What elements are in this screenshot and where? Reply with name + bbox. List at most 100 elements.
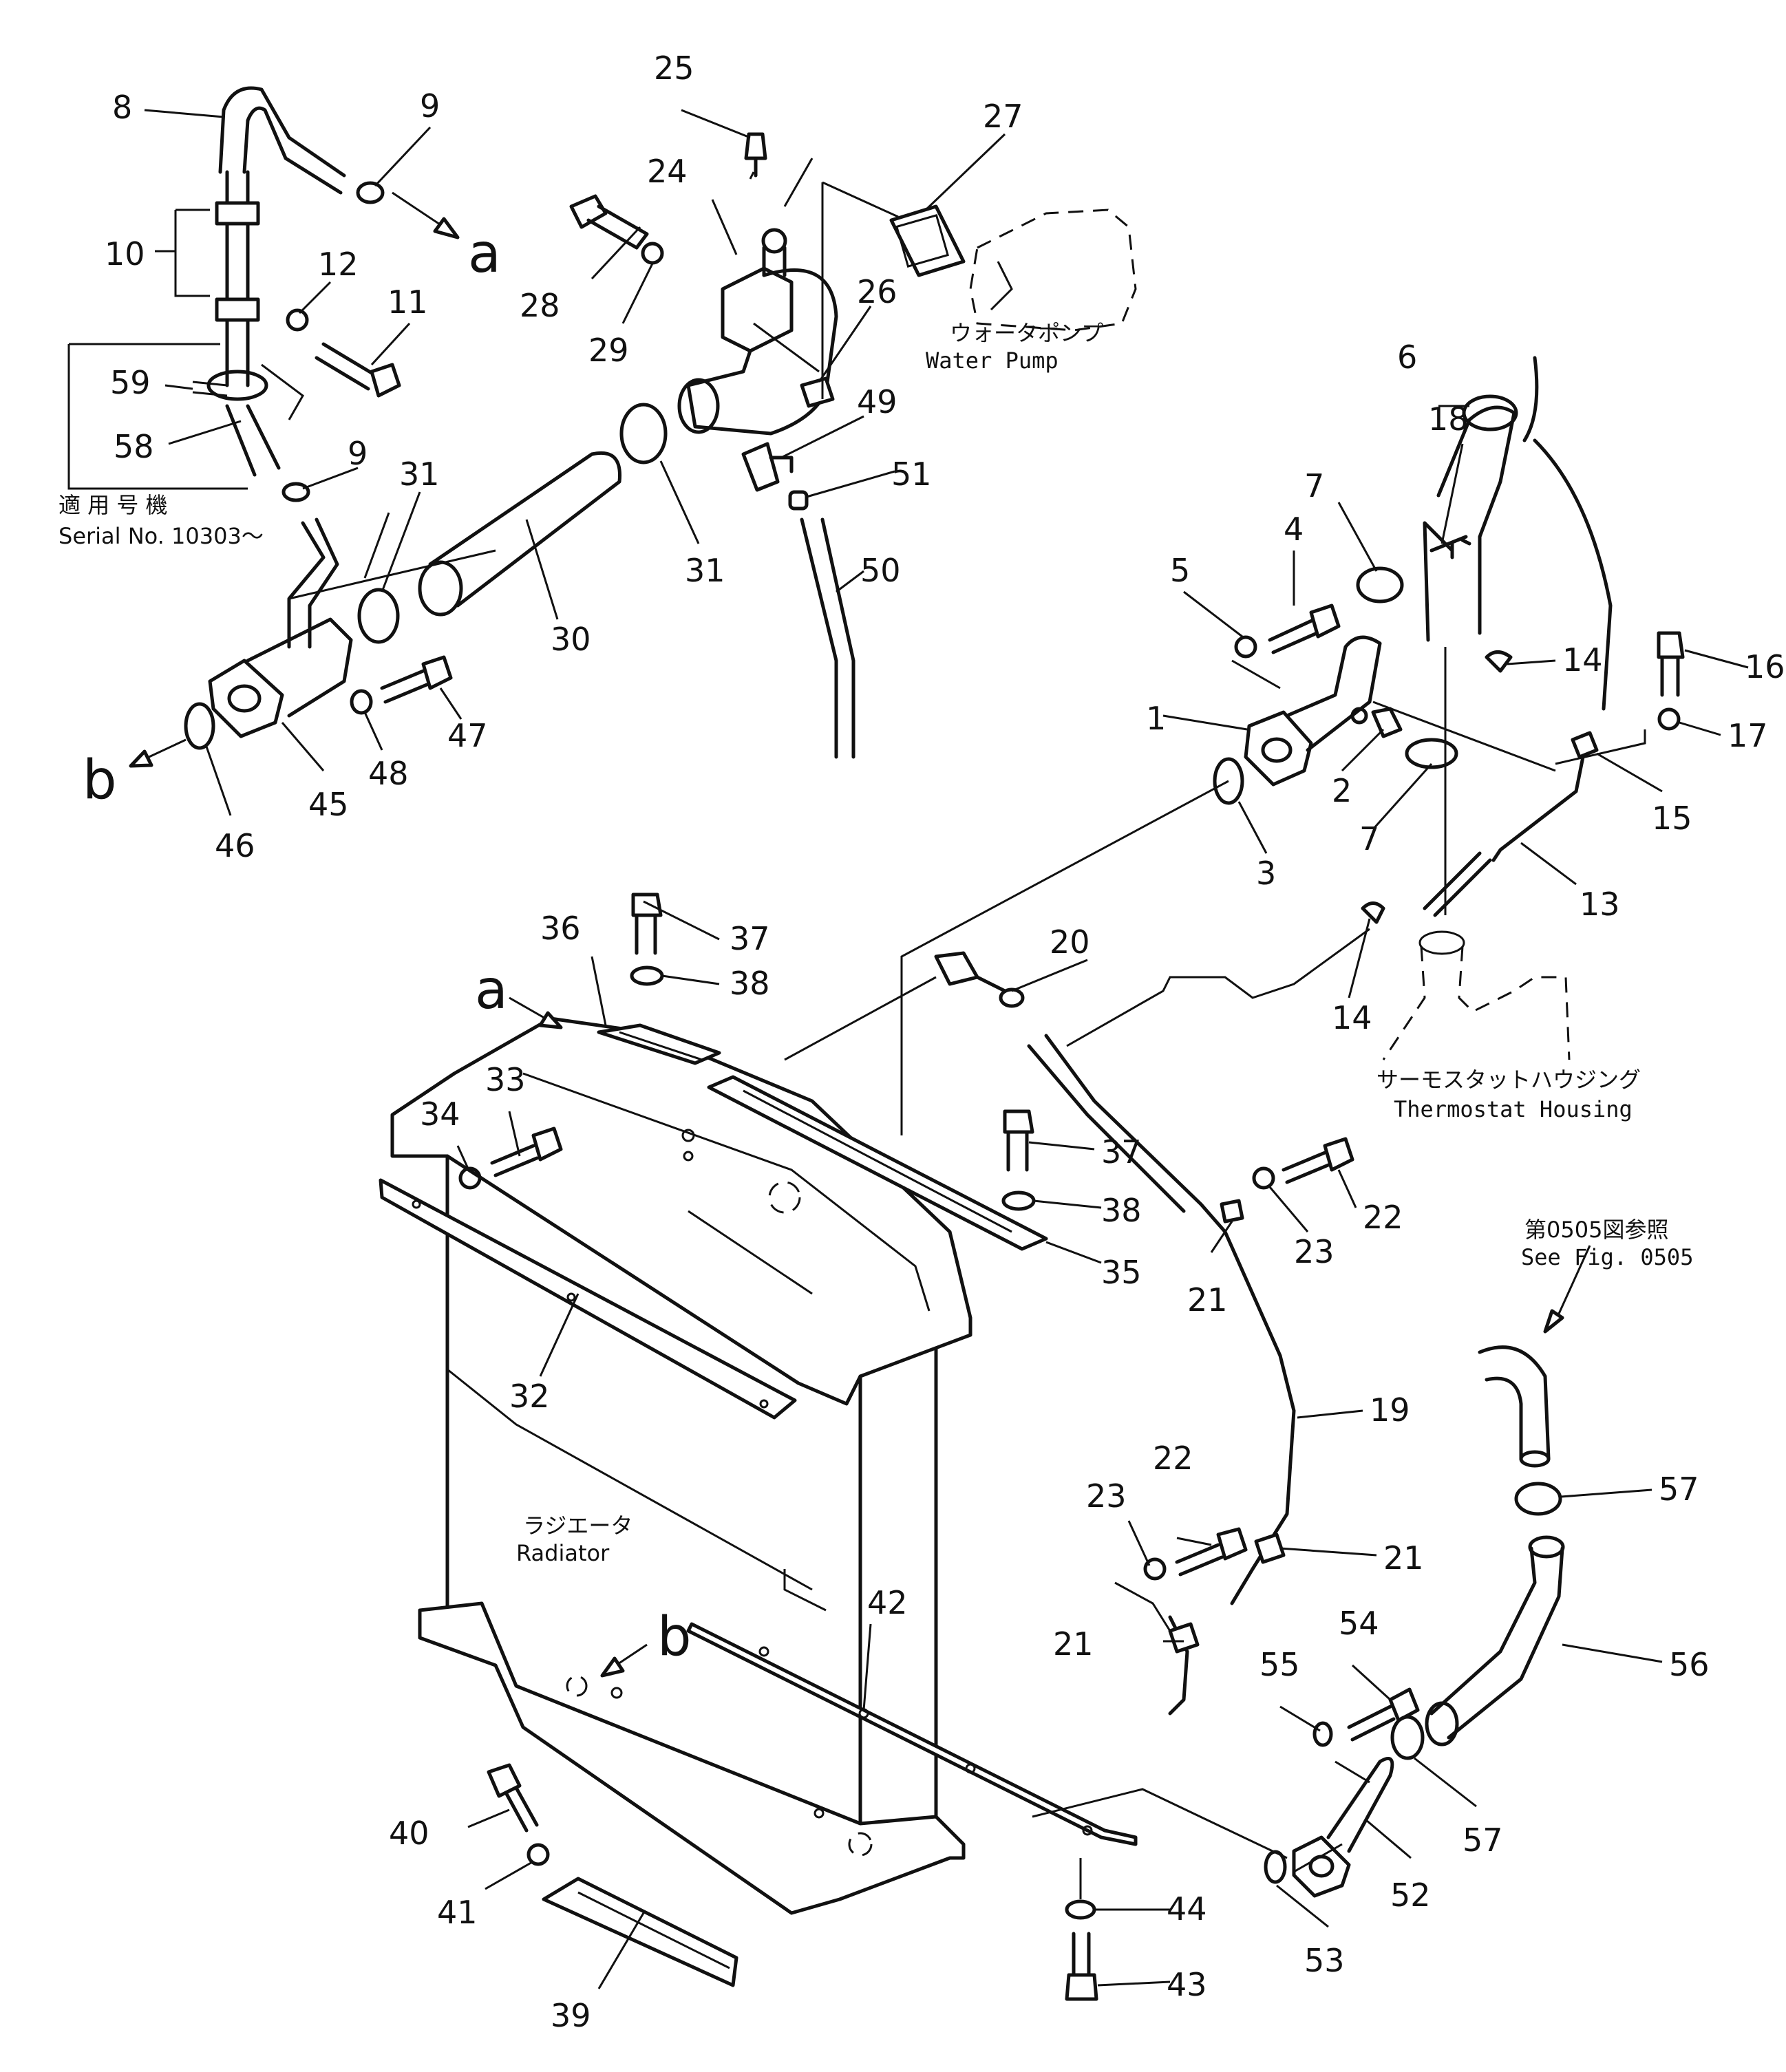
part-38-washer-upper [630, 965, 664, 986]
part-7-clamp-lower [1405, 738, 1458, 769]
part-number-48: 48 [368, 755, 409, 792]
part-number-28: 28 [520, 287, 560, 324]
part-number-34: 34 [420, 1096, 460, 1133]
part-number-9-lower: 9 [348, 435, 368, 472]
part-19-pipe [1027, 1034, 1296, 1716]
part-2-fitting [1350, 707, 1403, 738]
part-10-pipe [215, 170, 260, 387]
part-21-clip-a [1220, 1199, 1244, 1224]
serial-label-jp: 適 用 号 機 [59, 492, 168, 518]
part-number-19: 19 [1370, 1391, 1410, 1429]
part-number-37-right: 37 [1101, 1133, 1142, 1171]
marker-a-arrow-upper [392, 191, 460, 239]
part-45-pipe [208, 517, 353, 738]
part-number-39: 39 [551, 1997, 591, 2034]
see-fig-label-en: See Fig. 0505 [1521, 1244, 1693, 1270]
part-23-washer-upper [1252, 1166, 1275, 1190]
part-number-8: 8 [112, 89, 132, 126]
part-46-o-ring [184, 702, 215, 750]
part-27-gasket [889, 204, 966, 277]
part-number-22-upper: 22 [1363, 1199, 1403, 1236]
part-number-35: 35 [1101, 1254, 1142, 1291]
part-number-27: 27 [983, 98, 1023, 135]
part-39-bracket [542, 1877, 738, 1987]
part-16-bolt [1657, 631, 1685, 697]
marker-b-radiator: b [657, 1606, 692, 1668]
part-4-bolt [1268, 604, 1341, 654]
part-20-clip [934, 951, 1025, 1008]
part-50-hose [800, 517, 855, 759]
part-9-clamp-upper [356, 181, 385, 204]
part-number-46: 46 [215, 827, 255, 864]
part-number-7-upper: 7 [1304, 467, 1324, 504]
part-number-21-upper: 21 [1187, 1281, 1228, 1318]
part-21-clip-b [1254, 1532, 1286, 1564]
part-number-40: 40 [389, 1815, 429, 1852]
part-8-hose [218, 86, 346, 195]
part-51-clamp [788, 490, 809, 511]
thermostat-label-jp: サーモスタットハウジング [1376, 1067, 1641, 1093]
part-44-washer [1065, 1899, 1096, 1920]
part-42-bracket [686, 1622, 1138, 1846]
part-14-clamp-upper [1485, 650, 1513, 673]
part-28-bolt [569, 194, 649, 250]
part-number-26: 26 [857, 273, 897, 310]
part-number-52: 52 [1390, 1877, 1431, 1914]
part-number-33: 33 [485, 1061, 526, 1098]
part-number-14-upper: 14 [1562, 641, 1603, 679]
part-number-56: 56 [1669, 1646, 1710, 1683]
thermostat-label-en: Thermostat Housing [1394, 1096, 1633, 1122]
part-21-clip-c [1168, 1622, 1200, 1654]
part-58-hose [225, 404, 281, 477]
part-number-17: 17 [1727, 717, 1768, 754]
leader-lines [144, 109, 1749, 1989]
part-number-29: 29 [588, 332, 629, 369]
part-number-5: 5 [1170, 552, 1190, 589]
part-number-24: 24 [647, 153, 688, 190]
part-number-42: 42 [867, 1584, 908, 1621]
part-33-bolt [490, 1126, 563, 1177]
marker-b-left: b [83, 749, 117, 811]
part-13-pipe [1423, 755, 1585, 917]
part-26-clip [800, 376, 835, 408]
part-number-7-lower: 7 [1359, 820, 1379, 857]
marker-a-arrow-radiator [509, 996, 563, 1029]
radiator-label-en: Radiator [516, 1540, 610, 1566]
marker-b-arrow-radiator [600, 1643, 648, 1678]
part-number-47: 47 [447, 717, 488, 754]
part-37-bolt-upper [631, 893, 663, 955]
part-38-washer-lower [1001, 1190, 1036, 1211]
part-48-ring [350, 689, 373, 715]
part-number-43: 43 [1167, 1966, 1207, 2003]
part-52-pipe [1292, 1757, 1394, 1898]
part-number-50: 50 [860, 552, 901, 589]
part-5-washer [1234, 635, 1257, 659]
part-11-bolt [315, 342, 401, 398]
part-number-32: 32 [509, 1378, 550, 1415]
part-9-clamp-lower [281, 482, 310, 502]
serial-label-en: Serial No. 10303～ [59, 523, 264, 549]
part-number-54: 54 [1339, 1605, 1379, 1642]
part-number-31-left: 31 [399, 456, 440, 493]
part-number-23-lower: 23 [1086, 1477, 1127, 1515]
part-number-36: 36 [540, 910, 581, 947]
part-number-16: 16 [1745, 648, 1785, 685]
part-number-15: 15 [1652, 800, 1692, 837]
part-number-13: 13 [1580, 886, 1620, 923]
part-number-38-left: 38 [730, 965, 770, 1002]
part-number-45: 45 [308, 786, 349, 823]
part-18-clip [1429, 535, 1471, 559]
part-14-clamp-lower [1361, 901, 1385, 924]
part-3-o-ring [1213, 757, 1244, 805]
part-number-37-left: 37 [730, 920, 770, 957]
part-25-plug [744, 132, 767, 178]
part-number-2: 2 [1332, 772, 1352, 809]
part-number-4: 4 [1284, 511, 1304, 548]
part-number-21-mid: 21 [1383, 1539, 1424, 1577]
part-number-49: 49 [857, 383, 897, 420]
water-pump-outline [969, 209, 1137, 332]
part-22-bolt-upper [1282, 1137, 1354, 1184]
part-number-53: 53 [1304, 1942, 1345, 1979]
part-number-38-right: 38 [1101, 1192, 1142, 1229]
part-55-ring [1312, 1721, 1333, 1747]
